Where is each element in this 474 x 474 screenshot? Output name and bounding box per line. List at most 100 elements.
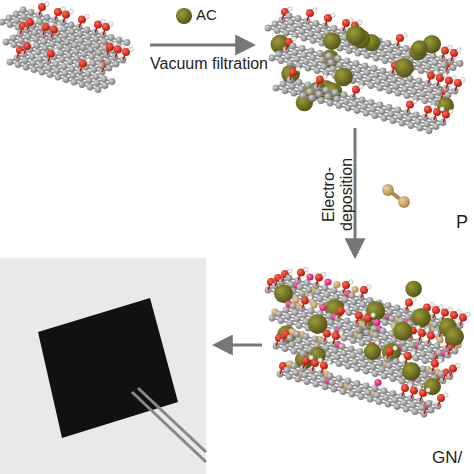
carbon-atom xyxy=(346,309,353,316)
carbon-atom xyxy=(292,309,299,316)
carbon-atom xyxy=(364,69,371,76)
carbon-atom xyxy=(348,331,355,338)
carbon-atom xyxy=(417,125,424,132)
hydrogen-atom xyxy=(349,280,353,284)
carbon-atom xyxy=(38,62,45,69)
carbon-atom xyxy=(344,303,351,310)
carbon-atom xyxy=(321,63,328,70)
carbon-atom xyxy=(359,355,366,362)
carbon-atom xyxy=(390,117,397,124)
polymer-atom xyxy=(324,278,331,285)
ac-sphere xyxy=(411,40,427,56)
carbon-atom xyxy=(331,287,338,294)
carbon-atom xyxy=(308,31,315,38)
hydrogen-atom xyxy=(330,328,334,332)
hydrogen-atom xyxy=(109,22,113,26)
carbon-atom xyxy=(303,333,310,340)
carbon-atom xyxy=(424,121,431,128)
carbon-atom xyxy=(285,313,292,320)
carbon-atom xyxy=(332,89,339,96)
carbon-atom xyxy=(379,366,386,373)
hydrogen-atom xyxy=(85,14,89,18)
carbon-atom xyxy=(296,337,303,344)
hydrogen-atom xyxy=(61,7,65,11)
carbon-atom xyxy=(412,408,419,415)
carbon-atom xyxy=(291,348,298,355)
carbon-atom xyxy=(298,344,305,351)
carbon-atom xyxy=(384,81,391,88)
hydrogen-atom xyxy=(344,305,348,309)
carbon-atom xyxy=(42,45,49,52)
carbon-atom xyxy=(396,49,403,56)
carbon-atom xyxy=(14,17,21,24)
carbon-atom xyxy=(90,60,97,67)
carbon-atom xyxy=(351,299,358,306)
carbon-atom xyxy=(269,315,276,322)
carbon-atom xyxy=(294,331,301,338)
hydrogen-atom xyxy=(367,285,371,289)
carbon-atom xyxy=(78,75,85,82)
hydrogen-atom xyxy=(121,44,125,48)
carbon-atom xyxy=(304,378,311,385)
carbon-atom xyxy=(41,38,48,45)
carbon-atom xyxy=(71,79,78,86)
carbon-atom xyxy=(93,36,100,43)
carbon-atom xyxy=(420,91,427,98)
carbon-atom xyxy=(32,29,39,36)
carbon-atom xyxy=(84,27,91,34)
carbon-atom xyxy=(386,362,393,369)
polymer-atom xyxy=(292,296,299,303)
carbon-atom xyxy=(345,363,352,370)
carbon-atom xyxy=(332,347,339,354)
carbon-atom xyxy=(395,365,402,372)
hydrogen-atom xyxy=(33,17,37,21)
carbon-atom xyxy=(416,61,423,68)
carbon-atom xyxy=(379,108,386,115)
carbon-atom xyxy=(20,7,27,14)
carbon-atom xyxy=(418,84,425,91)
carbon-atom xyxy=(402,86,409,93)
carbon-atom xyxy=(295,376,302,383)
hydrogen-atom xyxy=(430,302,434,306)
carbon-atom xyxy=(85,71,92,78)
carbon-atom xyxy=(296,79,303,86)
carbon-atom xyxy=(285,53,292,60)
carbon-atom xyxy=(301,312,308,319)
carbon-atom xyxy=(276,311,283,318)
hydrogen-atom xyxy=(358,20,362,24)
carbon-atom xyxy=(102,82,109,89)
carbon-atom xyxy=(61,63,68,70)
carbon-atom xyxy=(393,83,400,90)
carbon-atom xyxy=(10,35,17,42)
carbon-atom xyxy=(322,383,329,390)
carbon-atom xyxy=(386,87,393,94)
hydrogen-atom xyxy=(45,2,49,6)
carbon-atom xyxy=(86,77,93,84)
carbon-atom xyxy=(382,319,389,326)
carbon-atom xyxy=(330,326,337,333)
carbon-atom xyxy=(295,15,302,22)
carbon-atom xyxy=(313,381,320,388)
carbon-atom xyxy=(6,15,13,22)
ac-sphere xyxy=(395,58,414,77)
carbon-atom xyxy=(327,358,334,365)
carbon-atom xyxy=(269,55,276,62)
carbon-atom xyxy=(345,105,352,112)
carbon-atom xyxy=(344,318,351,325)
carbon-atom xyxy=(371,65,378,72)
ac-sphere xyxy=(364,343,381,360)
carbon-atom xyxy=(59,56,66,63)
carbon-atom xyxy=(358,393,365,400)
carbon-atom xyxy=(53,61,60,68)
carbon-atom xyxy=(91,66,98,73)
hydrogen-atom xyxy=(466,312,470,316)
carbon-atom xyxy=(372,370,379,377)
carbon-atom xyxy=(436,349,443,356)
carbon-atom xyxy=(101,38,108,45)
carbon-atom xyxy=(366,336,373,343)
carbon-atom xyxy=(352,359,359,366)
carbon-atom xyxy=(364,329,371,336)
carbon-atom xyxy=(65,46,72,53)
carbon-atom xyxy=(322,285,329,292)
